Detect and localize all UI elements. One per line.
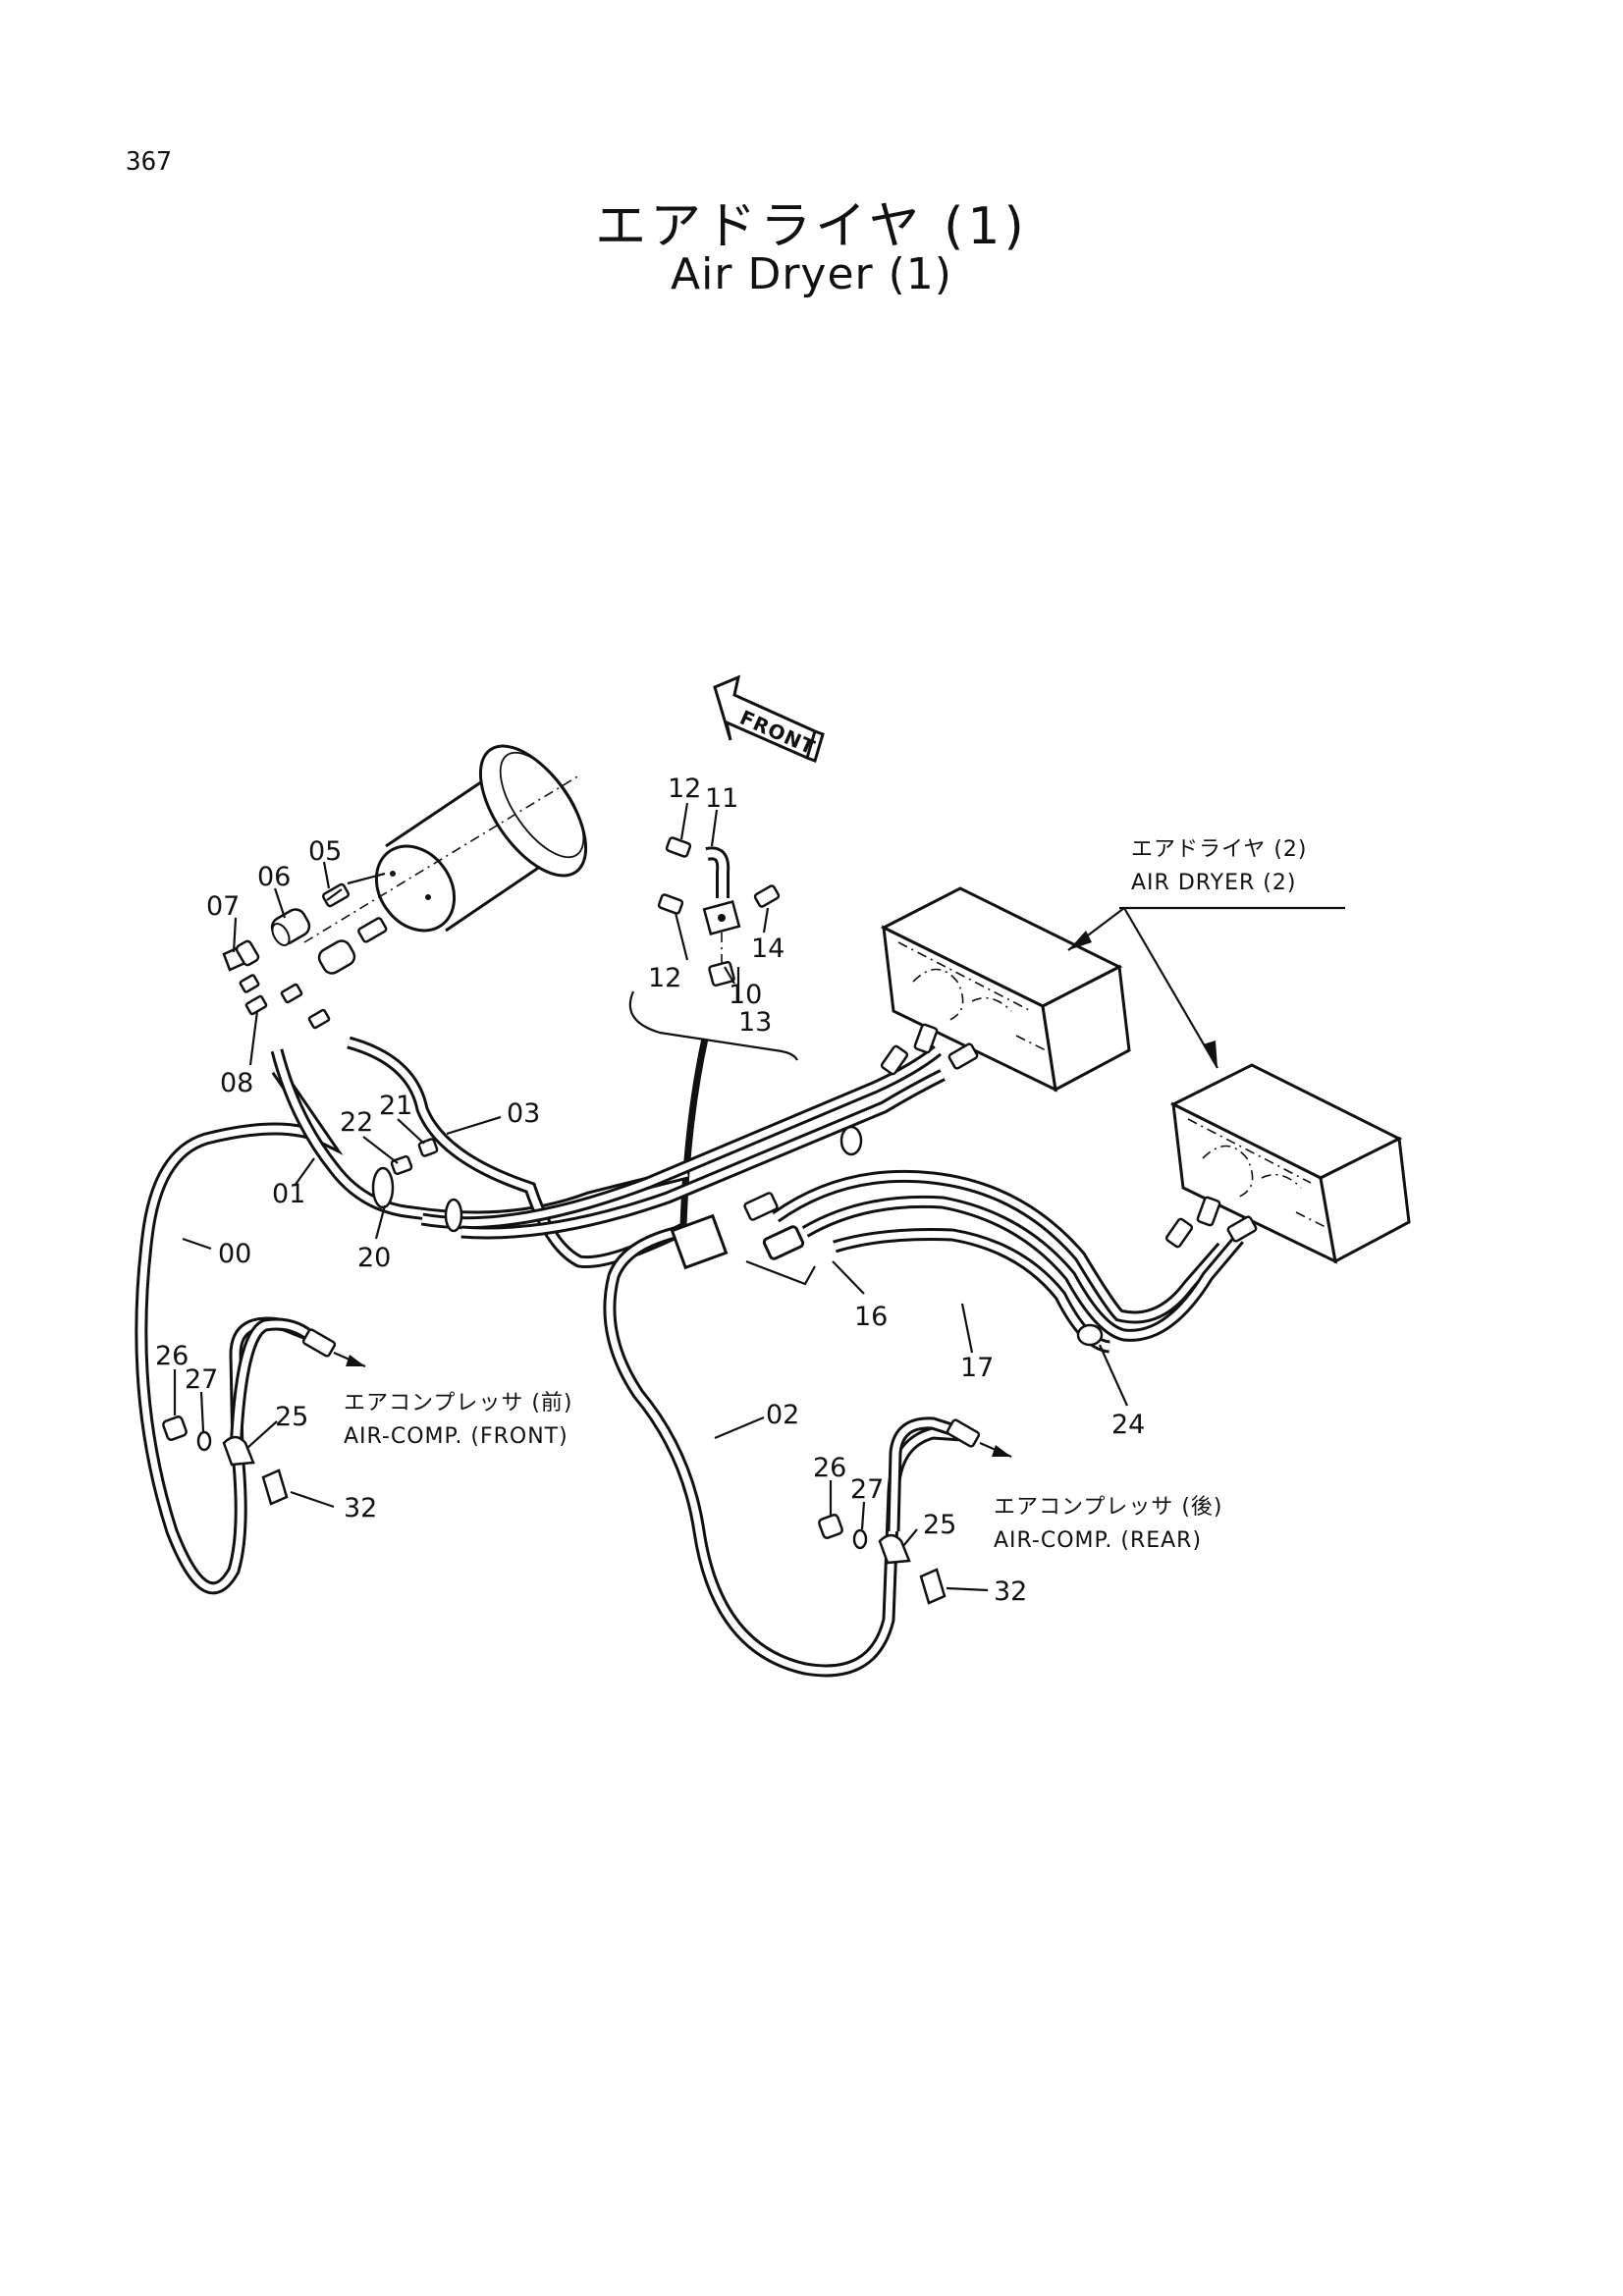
fitting-12-lower (657, 893, 684, 915)
clip-25-front (222, 1435, 255, 1467)
hose-bundle (135, 1036, 1244, 1678)
callout-02: 02 (766, 1400, 799, 1430)
fitting-13 (708, 960, 735, 988)
tee-block-assembly (628, 836, 798, 1226)
callout-11: 11 (705, 783, 738, 814)
annotation-texts: エアドライヤ (2) AIR DRYER (2) エアコンプレッサ (前) AI… (344, 837, 1308, 1553)
fitting-06-elbow (270, 908, 311, 946)
fitting-06b-elbow (317, 939, 356, 975)
clamp-22 (390, 1154, 413, 1176)
clip-25-rear (878, 1533, 911, 1565)
callout-21: 21 (379, 1091, 412, 1121)
callout-labels: 00 01 02 03 05 06 07 08 10 11 12 12 13 1… (155, 774, 1145, 1607)
central-junction-block (670, 1192, 816, 1286)
front-direction-arrow: FRONT (713, 674, 825, 763)
fitting-05-connector (321, 872, 386, 908)
air-dryer-2-label-en: AIR DRYER (2) (1131, 871, 1296, 895)
washer-27-rear (852, 1528, 868, 1550)
bolt-26-rear (818, 1514, 843, 1539)
page-number: 367 (126, 147, 172, 177)
bolt-26-front (162, 1415, 188, 1441)
air-comp-front-label-en: AIR-COMP. (FRONT) (344, 1424, 568, 1449)
callout-25-front: 25 (275, 1402, 308, 1432)
callout-16: 16 (854, 1302, 888, 1332)
callout-01: 01 (272, 1179, 305, 1209)
callout-20: 20 (357, 1243, 391, 1273)
callout-32-rear: 32 (994, 1576, 1027, 1607)
fitting-14 (753, 884, 781, 908)
callout-03: 03 (507, 1098, 540, 1129)
page-title-english: Air Dryer (1) (671, 249, 952, 299)
hose-clamps (371, 1125, 1104, 1347)
callout-27-front: 27 (185, 1364, 218, 1395)
fitting-05b-connector (357, 917, 388, 943)
callout-27-rear: 27 (850, 1474, 884, 1505)
callout-08: 08 (220, 1068, 253, 1098)
air-dryer-tank (303, 744, 588, 943)
callout-26-front: 26 (155, 1341, 189, 1371)
tank-fittings (222, 872, 388, 1030)
air-comp-front-label-jp: エアコンプレッサ (前) (344, 1391, 573, 1415)
air-dryer-2-pointers (1067, 906, 1345, 1069)
callout-26-rear: 26 (813, 1453, 846, 1483)
clamp-24 (1076, 1323, 1104, 1347)
fitting-07-elbow (222, 939, 260, 972)
callout-17: 17 (960, 1353, 994, 1383)
air-dryer-2-upper (880, 886, 1131, 1093)
bracket-32-front (261, 1468, 289, 1506)
dryer-side-fittings (880, 1023, 1258, 1249)
washer-27-front (196, 1430, 212, 1452)
callout-14: 14 (751, 934, 784, 964)
fitting-08-connectors (239, 974, 331, 1030)
air-comp-front-connection (162, 1317, 366, 1506)
air-dryer-2-label-jp: エアドライヤ (2) (1131, 837, 1308, 862)
callout-25-rear: 25 (923, 1510, 956, 1540)
air-comp-rear-connection (818, 1416, 1012, 1605)
air-comp-rear-label-jp: エアコンプレッサ (後) (994, 1495, 1223, 1520)
callout-05: 05 (308, 836, 342, 867)
callout-00: 00 (218, 1239, 251, 1269)
callout-10: 10 (729, 980, 762, 1010)
callout-06: 06 (257, 862, 291, 892)
air-dryer-2-lower (1169, 1063, 1411, 1264)
callout-13: 13 (738, 1007, 772, 1038)
bracket-32-rear (919, 1568, 947, 1605)
page-title-japanese: エアドライヤ (1) (595, 197, 1028, 256)
assembly-leader-line (679, 1038, 709, 1226)
clamp-20 (371, 1166, 395, 1209)
fitting-12-upper (665, 836, 692, 858)
air-comp-rear-label-en: AIR-COMP. (REAR) (994, 1528, 1202, 1553)
callout-24: 24 (1111, 1410, 1145, 1440)
callout-32-front: 32 (344, 1493, 377, 1523)
callout-leader-lines (173, 802, 1129, 1592)
callout-22: 22 (340, 1107, 373, 1138)
callout-12-upper: 12 (668, 774, 701, 804)
assembly-bracket-line (628, 990, 798, 1061)
callout-12-lower: 12 (648, 963, 681, 993)
callout-07: 07 (206, 891, 240, 922)
